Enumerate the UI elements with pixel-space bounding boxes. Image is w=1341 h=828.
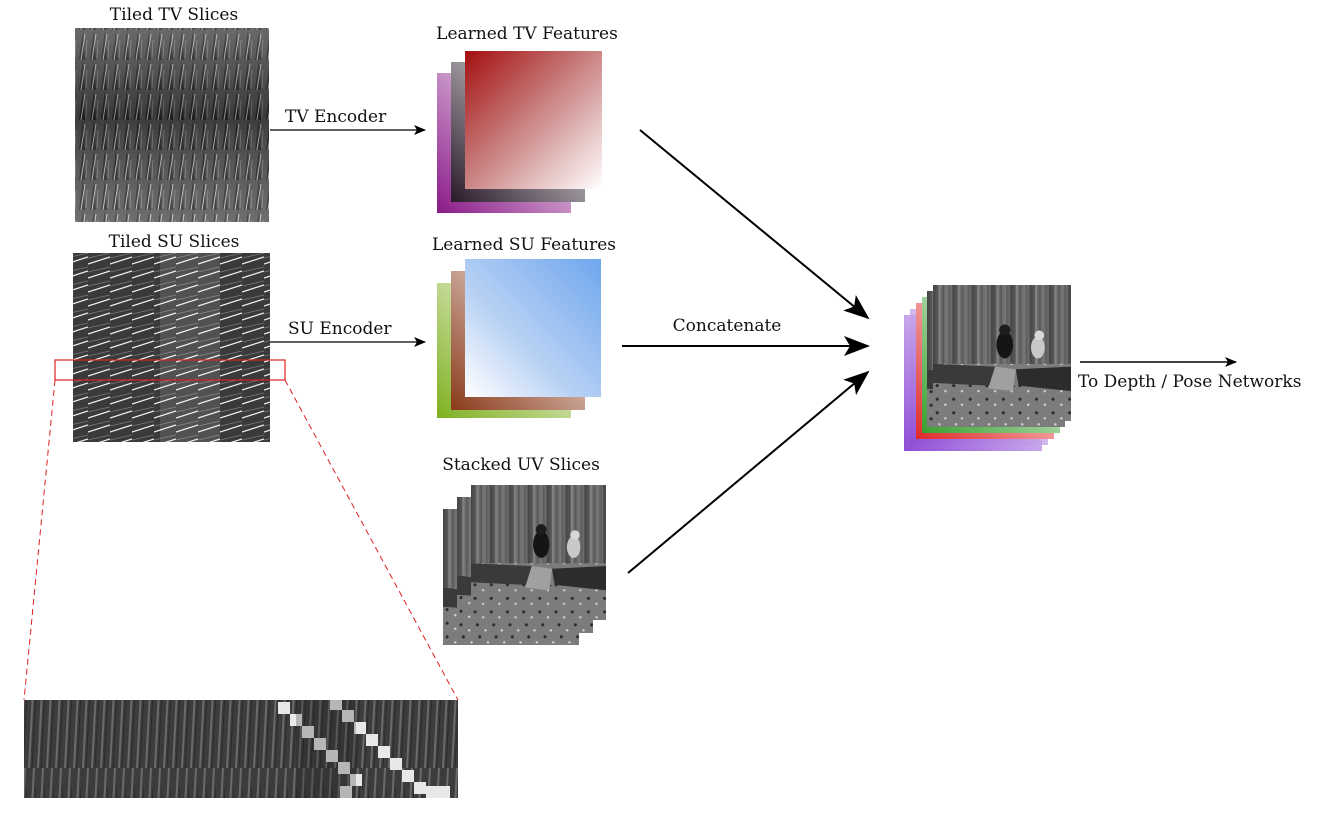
concatenate-label: Concatenate: [672, 316, 782, 336]
concatenated-output-stack: [904, 285, 1071, 451]
uv-to-concat-arrow: [627, 370, 870, 574]
learned-su-features-label: Learned SU Features: [431, 235, 617, 255]
zoomed-su-detail: [24, 700, 458, 798]
su-encoder-label: SU Encoder: [288, 319, 392, 339]
tv-to-concat-arrow: [639, 129, 870, 320]
zoom-region-box: [54, 359, 286, 381]
learned-su-features-stack: [437, 259, 601, 418]
tiled-tv-slices-image: [75, 28, 269, 222]
tiled-su-slices-image: [73, 253, 270, 442]
learned-tv-features-stack: [437, 51, 602, 213]
tiled-tv-slices-label: Tiled TV Slices: [109, 5, 239, 25]
tv-encoder-label: TV Encoder: [285, 107, 387, 127]
zoom-guide-right: [284, 379, 459, 701]
stacked-uv-slices-label: Stacked UV Slices: [442, 455, 600, 475]
tiled-su-slices-label: Tiled SU Slices: [108, 232, 240, 252]
stacked-uv-slices-stack: [443, 485, 606, 645]
learned-tv-features-label: Learned TV Features: [436, 24, 618, 44]
output-label: To Depth / Pose Networks: [1078, 372, 1302, 392]
zoom-guide-left: [23, 379, 56, 701]
